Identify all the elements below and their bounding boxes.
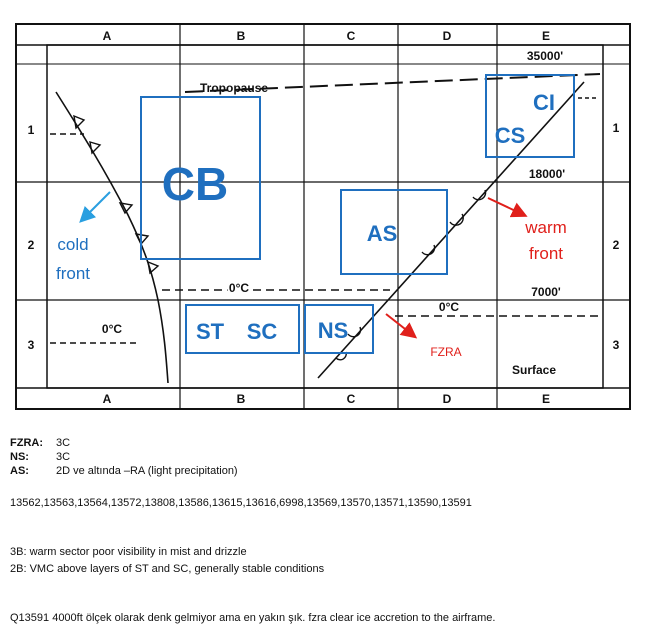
row-label-left: 3: [28, 338, 35, 352]
col-label-top: E: [542, 29, 550, 43]
note-3b: 3B: warm sector poor visibility in mist …: [10, 546, 247, 558]
cold-front-arrow: [79, 191, 111, 223]
as-label: AS: [367, 221, 398, 246]
cold-front-label-2: front: [56, 264, 90, 283]
ns-box: [304, 304, 374, 354]
row-label-left: 2: [28, 238, 35, 252]
warm-front-label-1: warm: [524, 218, 567, 237]
note-2b: 2B: VMC above layers of ST and SC, gener…: [10, 563, 325, 575]
row-label-right: 2: [613, 238, 620, 252]
legend-value: 3C: [56, 437, 71, 449]
col-label-top: D: [443, 29, 452, 43]
legend-key: FZRA:: [10, 437, 43, 449]
as-box: [340, 189, 448, 275]
legend-value: 3C: [56, 451, 71, 463]
cold-front-barb: [73, 114, 86, 130]
col-label-bottom: A: [103, 392, 112, 406]
fzra-label: FZRA: [430, 345, 461, 359]
col-label-top: A: [103, 29, 112, 43]
row-label-right: 1: [613, 121, 620, 135]
cold-front-barb: [89, 141, 102, 155]
tropopause-line: [184, 73, 601, 93]
legend-row: FZRA: 3C: [10, 436, 238, 450]
row-label-right: 3: [613, 338, 620, 352]
warm-front-line: [317, 81, 585, 379]
legend-key: NS:: [10, 451, 29, 463]
cb-label: CB: [162, 158, 228, 210]
legend-row: AS: 2D ve altında –RA (light precipitati…: [10, 464, 238, 478]
weather-cross-section-diagram: A B C D E A B C D E 1 2 3 1 2 3 35000' 1…: [15, 23, 631, 410]
sc-label: SC: [247, 319, 278, 344]
ns-label: NS: [318, 318, 349, 343]
freezing-level-mid: 0°C: [229, 281, 249, 295]
legend-value: 2D ve altında –RA (light precipitation): [56, 465, 238, 477]
ci-label: CI: [533, 90, 555, 115]
altitude-7000: 7000': [531, 285, 561, 299]
ci-cs-box: [485, 74, 575, 158]
freezing-level-left: 0°C: [102, 322, 122, 336]
cold-front-label-1: cold: [57, 235, 88, 254]
legend-row: NS: 3C: [10, 450, 238, 464]
altitude-35000: 35000': [527, 49, 563, 63]
col-label-top: C: [347, 29, 356, 43]
surface-label: Surface: [512, 363, 556, 377]
cold-front-barb: [118, 202, 134, 215]
fzra-arrow: [385, 313, 418, 339]
cold-front-barb: [147, 260, 160, 275]
col-label-bottom: B: [237, 392, 246, 406]
col-label-top: B: [237, 29, 246, 43]
st-sc-box: [185, 304, 300, 354]
freezing-level-right: 0°C: [439, 300, 459, 314]
legend: FZRA: 3C NS: 3C AS: 2D ve altında –RA (l…: [10, 436, 238, 478]
outer-frame: [15, 23, 631, 410]
cb-box: [140, 96, 261, 260]
remark: Q13591 4000ft ölçek olarak denk gelmiyor…: [10, 612, 496, 624]
row-label-left: 1: [28, 123, 35, 137]
col-label-bottom: C: [347, 392, 356, 406]
tropopause-label: Tropopause: [200, 81, 268, 95]
warm-front-label-2: front: [529, 244, 563, 263]
warm-front-arrow: [487, 197, 528, 218]
altitude-18000: 18000': [529, 167, 565, 181]
cs-label: CS: [495, 123, 526, 148]
col-label-bottom: E: [542, 392, 550, 406]
question-ids: 13562,13563,13564,13572,13808,13586,1361…: [10, 497, 472, 509]
col-label-bottom: D: [443, 392, 452, 406]
st-label: ST: [196, 319, 225, 344]
cold-front-line: [55, 91, 169, 384]
legend-key: AS:: [10, 465, 29, 477]
